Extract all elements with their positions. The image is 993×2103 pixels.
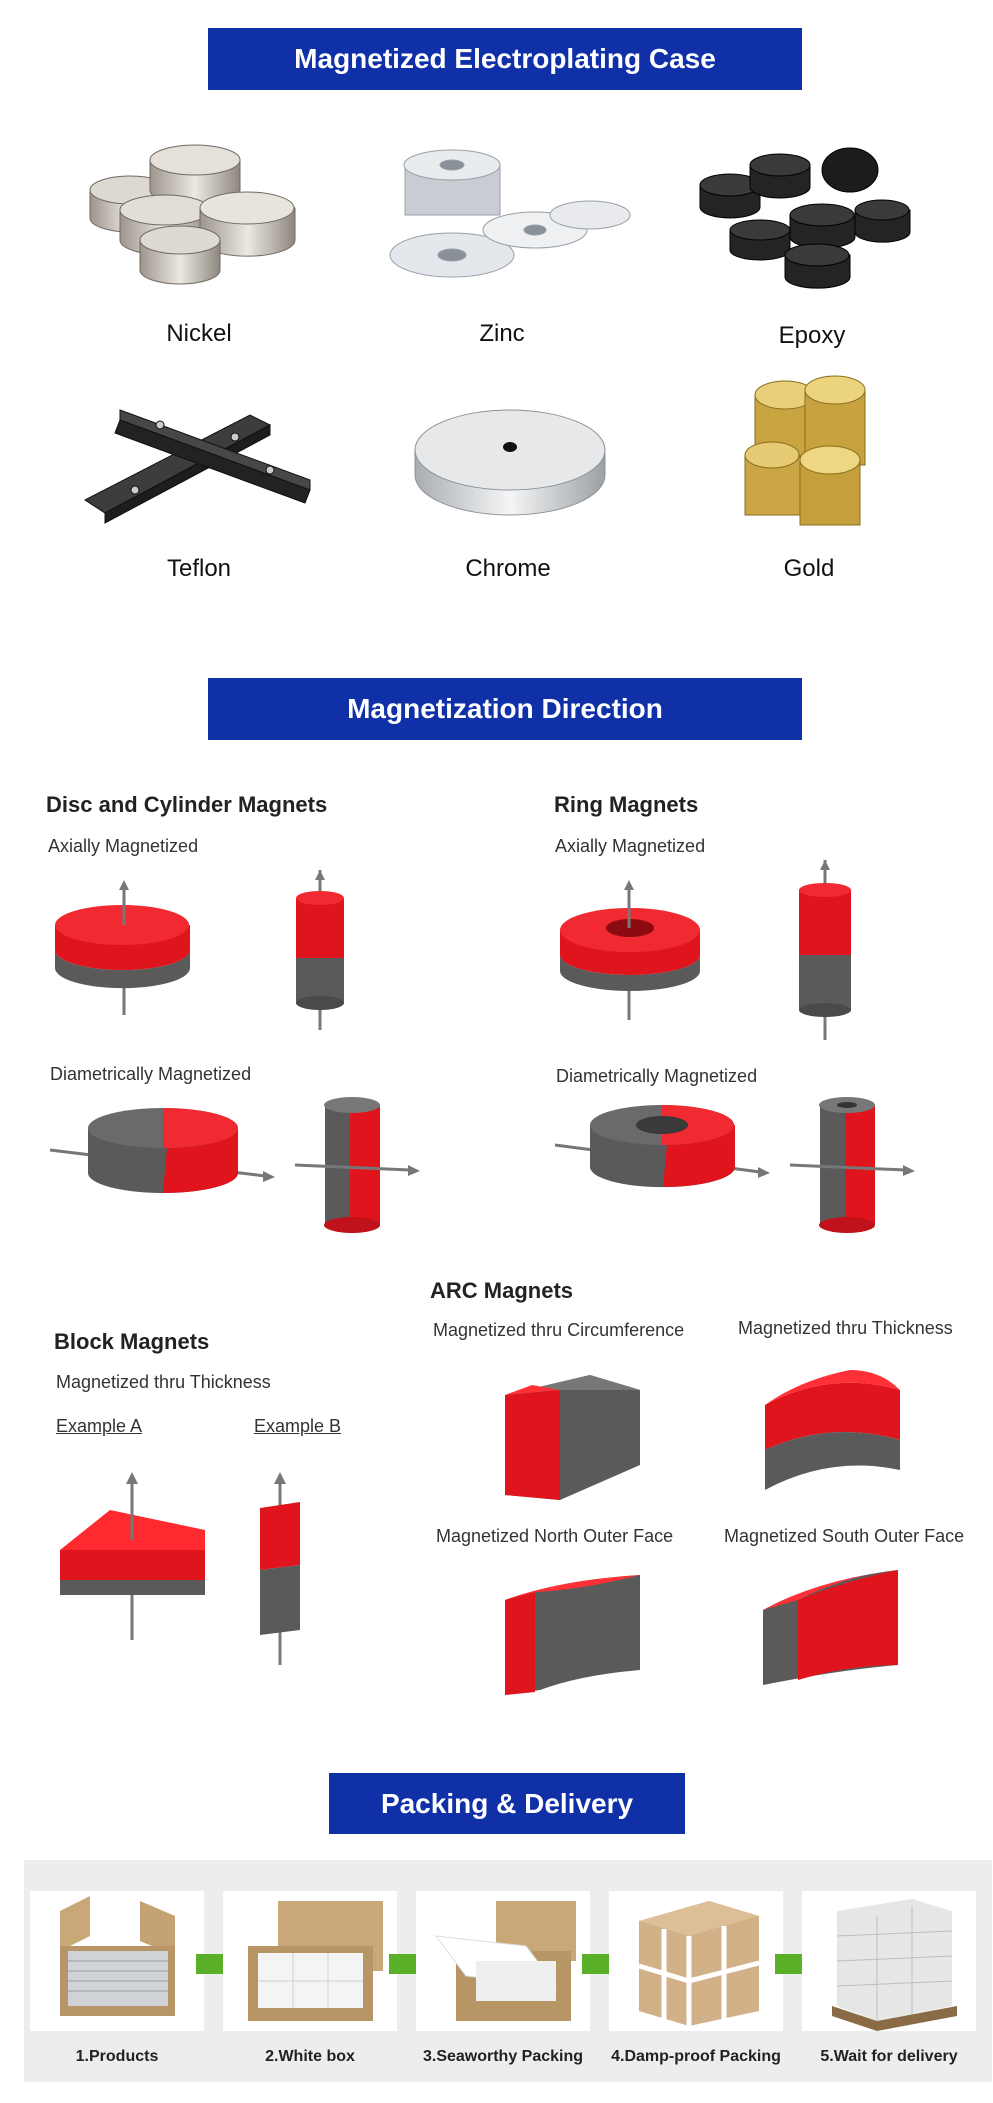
packing-steps-panel: 1.Products 2.White box 3.Seaworthy Packi… — [24, 1860, 992, 2082]
block-example-b-diagram — [260, 1472, 300, 1665]
arc-north-label: Magnetized North Outer Face — [436, 1526, 674, 1546]
plating-banner: Magnetized Electroplating Case — [208, 28, 802, 90]
disc-diametric-diagram — [49, 1108, 275, 1193]
packing-title: Packing & Delivery — [380, 1788, 634, 1819]
plating-label-epoxy: Epoxy — [778, 322, 846, 349]
arc-circumference-label: Magnetized thru Circumference — [433, 1320, 685, 1340]
arc-heading: ARC Magnets — [430, 1278, 574, 1303]
teflon-magnets-image — [84, 409, 311, 524]
ring-cylinder-diametric-diagram — [789, 1097, 915, 1233]
plating-label-gold: Gold — [783, 555, 835, 582]
epoxy-magnets-image — [699, 147, 911, 289]
block-heading: Block Magnets — [54, 1329, 210, 1354]
arc-thickness-diagram — [765, 1370, 900, 1490]
disc-diametric-label: Diametrically Magnetized — [50, 1064, 252, 1084]
zinc-magnets-image — [389, 149, 631, 278]
ring-axial-diagram — [560, 880, 700, 1020]
nickel-magnets-image — [89, 144, 296, 285]
cylinder-diametric-diagram — [294, 1097, 420, 1233]
ring-diametric-label: Diametrically Magnetized — [556, 1066, 758, 1086]
packing-step-seaworthy-image — [416, 1891, 590, 2031]
packing-step-white-box-image — [223, 1891, 397, 2031]
ring-cylinder-axial-diagram — [799, 860, 851, 1040]
arc-thickness-label: Magnetized thru Thickness — [738, 1318, 953, 1338]
ring-diametric-diagram — [554, 1105, 770, 1188]
block-example-a-label: Example A — [56, 1416, 143, 1436]
packing-step-4-label: 4.Damp-proof Packing — [611, 2048, 781, 2065]
packing-step-3-label: 3.Seaworthy Packing — [422, 2048, 584, 2065]
plating-label-zinc: Zinc — [479, 320, 525, 347]
packing-banner: Packing & Delivery — [329, 1773, 685, 1834]
plating-label-nickel: Nickel — [166, 320, 232, 347]
packing-step-2-label: 2.White box — [265, 2048, 355, 2065]
block-example-a-diagram — [60, 1472, 205, 1640]
gold-magnets-image — [744, 375, 866, 526]
ring-heading: Ring Magnets — [554, 792, 699, 817]
arc-south-diagram — [763, 1570, 898, 1685]
direction-banner: Magnetization Direction — [208, 678, 802, 740]
block-example-b-label: Example B — [254, 1416, 342, 1436]
disc-cylinder-heading: Disc and Cylinder Magnets — [46, 792, 328, 817]
ring-axial-label: Axially Magnetized — [555, 836, 706, 856]
block-sub-label: Magnetized thru Thickness — [56, 1372, 271, 1392]
arc-north-diagram — [505, 1575, 640, 1695]
plating-title: Magnetized Electroplating Case — [294, 43, 716, 74]
arc-south-label: Magnetized South Outer Face — [724, 1526, 965, 1546]
packing-step-damp-proof-image — [609, 1891, 783, 2031]
disc-axial-diagram — [55, 880, 190, 1015]
chrome-magnet-image — [414, 409, 606, 516]
plating-label-teflon: Teflon — [166, 555, 232, 582]
plating-label-chrome: Chrome — [465, 555, 551, 582]
arc-circumference-diagram — [505, 1375, 640, 1500]
disc-axial-label: Axially Magnetized — [48, 836, 199, 856]
cylinder-axial-diagram — [296, 870, 344, 1030]
packing-step-1-label: 1.Products — [75, 2048, 159, 2065]
direction-title: Magnetization Direction — [347, 693, 663, 724]
packing-step-5-label: 5.Wait for delivery — [820, 2048, 958, 2065]
packing-step-delivery-image — [802, 1891, 976, 2031]
packing-step-products-image — [30, 1891, 204, 2031]
